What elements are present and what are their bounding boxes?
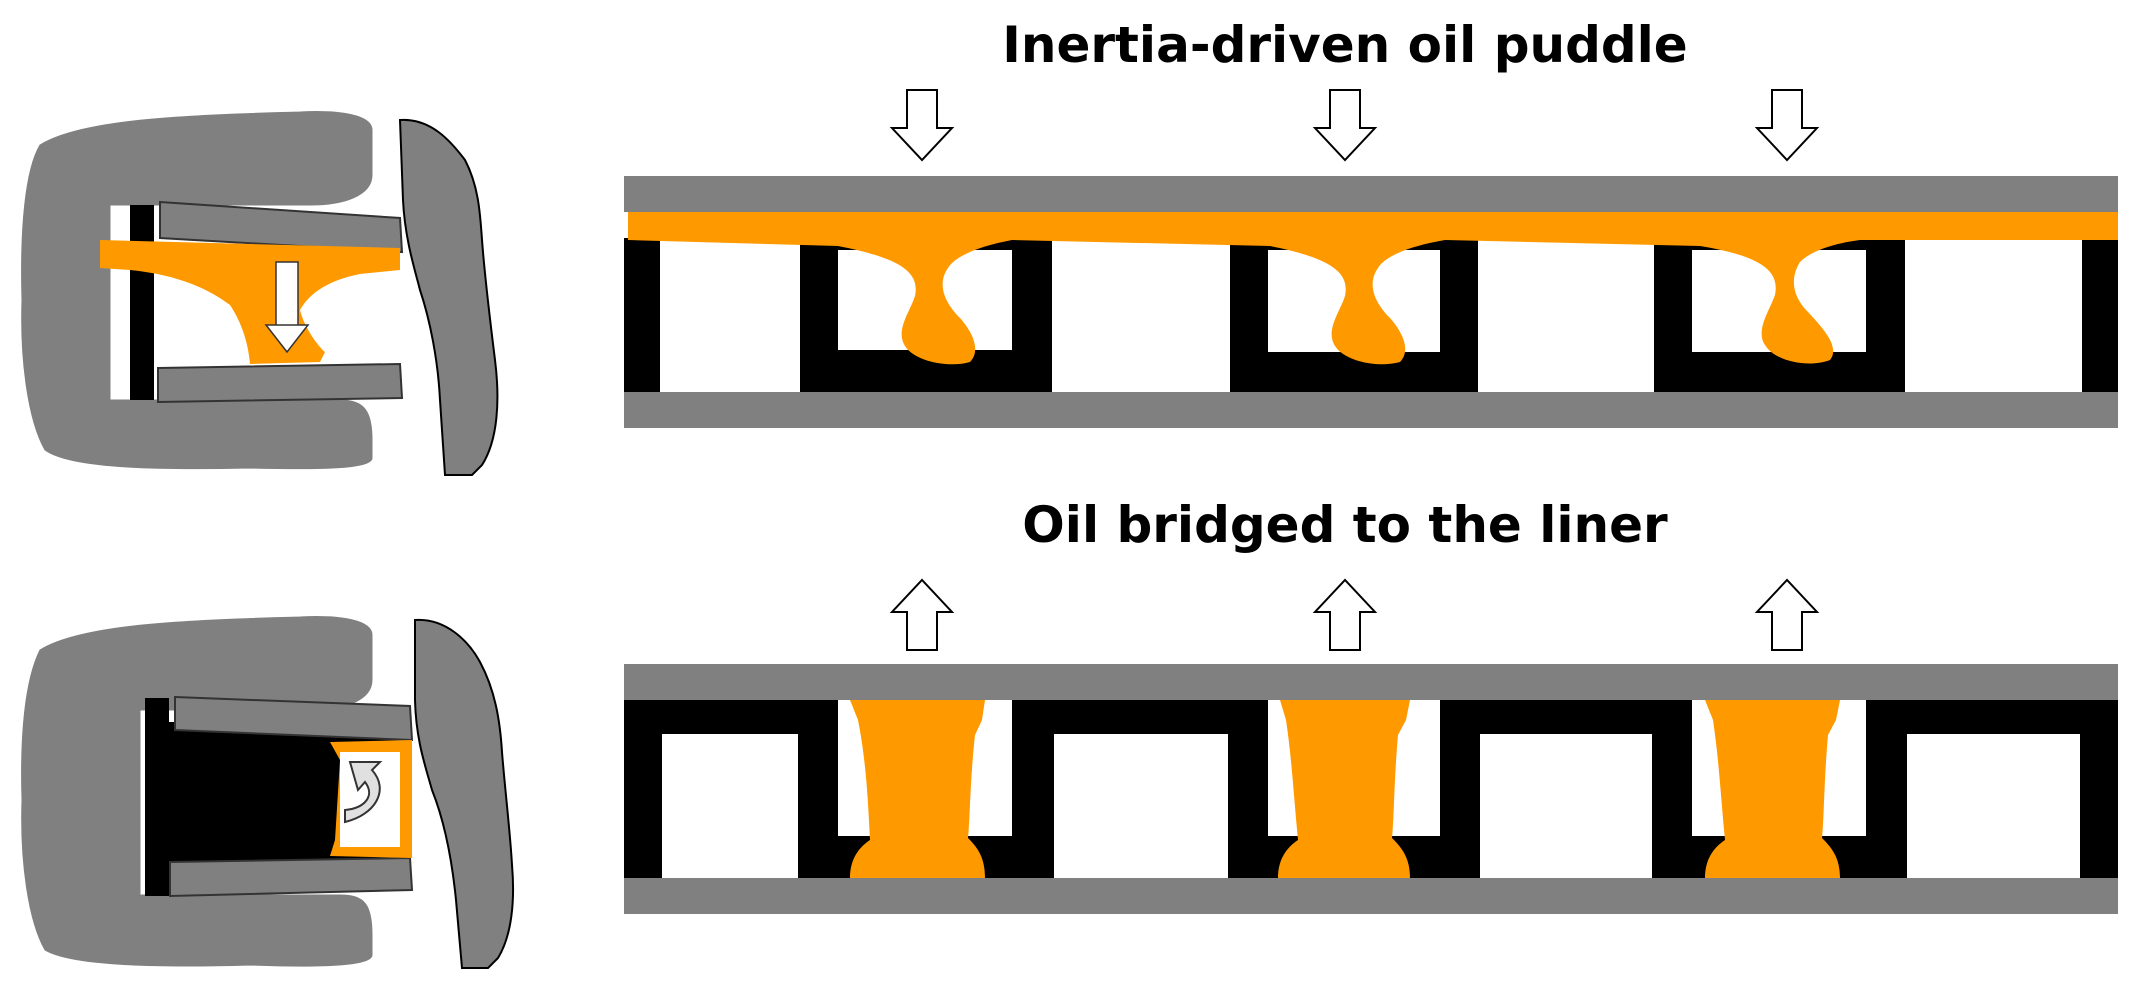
up-arrow-icon bbox=[889, 578, 955, 651]
cylinder-liner-top bbox=[624, 176, 2118, 212]
panel-title: Inertia-driven oil puddle bbox=[1002, 16, 1687, 74]
panel-top: Inertia-driven oil puddle bbox=[624, 16, 2118, 428]
groove-section-bottom bbox=[21, 616, 515, 969]
oil-film-inner bbox=[100, 240, 400, 364]
cylinder-liner-top bbox=[624, 664, 2118, 700]
up-arrow-icon bbox=[1312, 578, 1378, 651]
groove-section-top bbox=[21, 111, 499, 476]
oil-puddle bbox=[628, 212, 2118, 365]
compression-ring-upper bbox=[159, 200, 404, 254]
piston-band-bottom bbox=[624, 878, 2118, 914]
curved-arrow-icon bbox=[344, 761, 383, 824]
down-arrow-icon bbox=[1312, 89, 1378, 162]
cylinder-liner-section bbox=[414, 618, 515, 969]
down-arrow-icon bbox=[889, 89, 955, 162]
oil-bridge bbox=[1278, 700, 1410, 878]
inner-black-bar bbox=[130, 205, 154, 400]
cylinder-liner-section bbox=[398, 118, 499, 476]
oil-bridge bbox=[850, 700, 985, 878]
compression-ring-lower bbox=[169, 856, 414, 898]
piston-band-bottom bbox=[624, 392, 2118, 428]
panel-bottom: Oil bridged to the liner bbox=[624, 496, 2118, 914]
down-arrow-icon bbox=[1754, 89, 1820, 162]
panel-title: Oil bridged to the liner bbox=[1022, 496, 1668, 554]
oil-bridge bbox=[1705, 700, 1840, 878]
piston-housing bbox=[21, 111, 373, 470]
oil-drop-down-arrow-stem bbox=[275, 261, 299, 328]
up-arrow-icon bbox=[1754, 578, 1820, 651]
down-arrow-icon-small bbox=[264, 324, 310, 354]
compression-ring-lower bbox=[157, 362, 404, 404]
